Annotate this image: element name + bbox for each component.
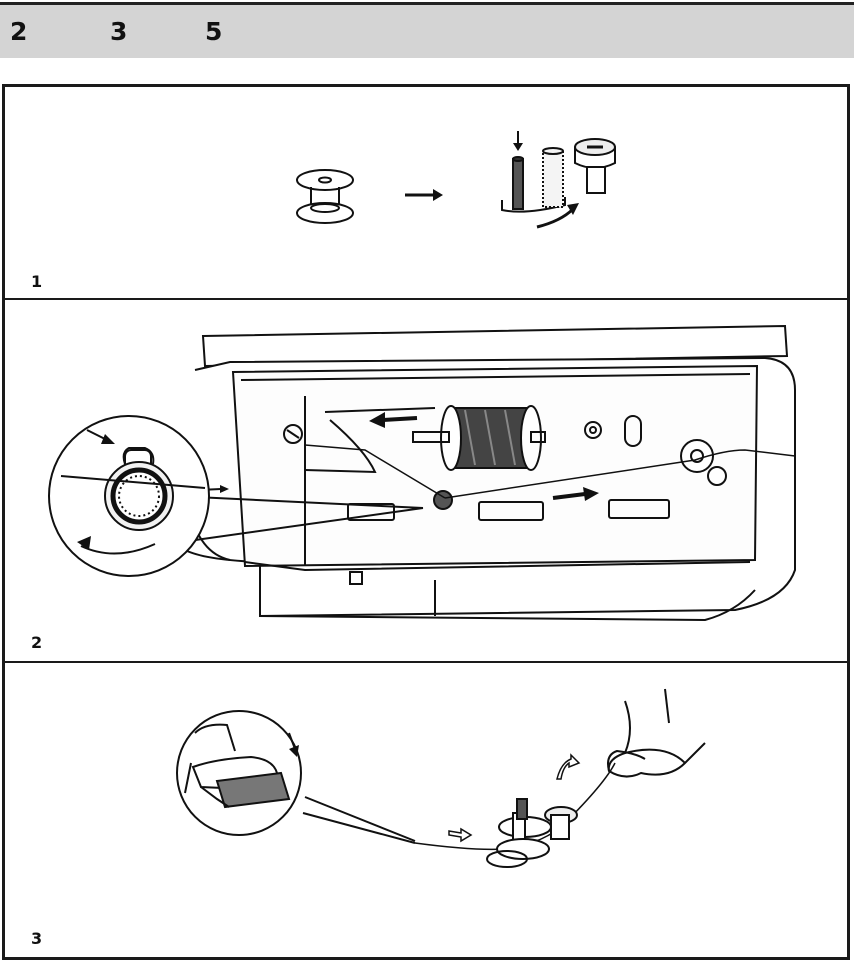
header-number-1: 2 xyxy=(10,17,28,46)
page-header-bar: 2 3 5 xyxy=(0,2,854,58)
bobbin-winding-threading-illustration xyxy=(48,324,796,622)
step-panel-1: 1 xyxy=(5,87,847,300)
step-label-2: 2 xyxy=(31,633,43,652)
foot-pedal-winding-illustration xyxy=(176,688,706,868)
step-panel-3: 3 xyxy=(5,663,847,957)
bobbin-onto-spindle-illustration xyxy=(296,131,616,229)
step-label-1: 1 xyxy=(31,272,43,291)
step-panel-2: 2 xyxy=(5,300,847,663)
header-number-3: 5 xyxy=(205,17,223,46)
instruction-frame: 1 xyxy=(2,84,850,960)
step-label-3: 3 xyxy=(31,929,43,948)
header-number-2: 3 xyxy=(110,17,128,46)
